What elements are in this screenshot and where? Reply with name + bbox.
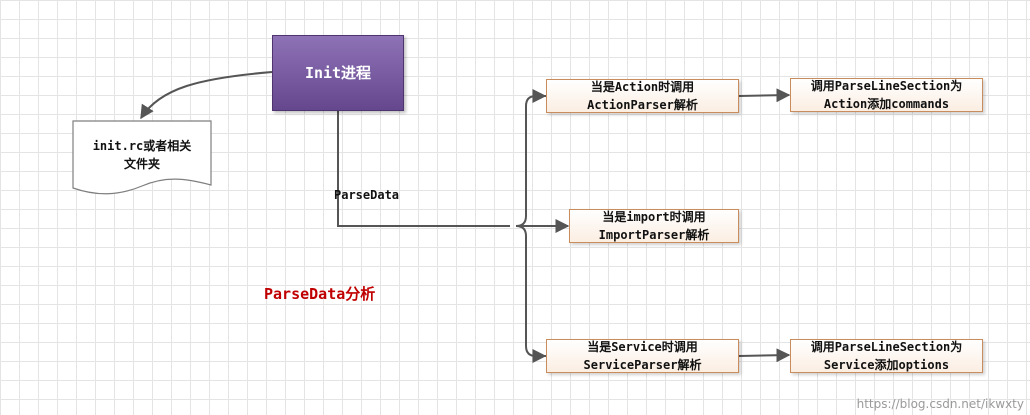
import-parser-line-2: ImportParser解析 [598,228,710,242]
file-node-line-2: 文件夹 [123,157,160,171]
init-process-label: Init进程 [304,64,372,82]
service-options-node: 调用ParseLineSection为 Service添加options [790,339,983,373]
service-parser-line-2: ServiceParser解析 [583,358,702,372]
diagram-title: ParseData分析 [264,285,376,303]
service-parser-node: 当是Service时调用 ServiceParser解析 [546,339,739,373]
file-node-line-1: init.rc或者相关 [92,139,192,153]
import-parser-line-1: 当是import时调用 [602,210,706,224]
action-commands-line-2: Action添加commands [823,97,950,111]
init-rc-file-node: init.rc或者相关 文件夹 [73,135,211,175]
action-parser-node: 当是Action时调用 ActionParser解析 [546,79,739,113]
import-parser-node: 当是import时调用 ImportParser解析 [569,209,739,243]
action-parser-line-2: ActionParser解析 [587,98,698,112]
edge-parse-data [337,111,510,227]
watermark: https://blog.csdn.net/ikwxty [856,397,1024,411]
edge-action-to-commands [738,88,791,103]
action-commands-node: 调用ParseLineSection为 Action添加commands [790,78,983,112]
edge-init-to-file [140,71,273,120]
init-process-node: Init进程 [272,35,404,111]
parse-data-edge-label: ParseData [334,188,400,202]
edge-service-to-options [738,348,791,363]
action-parser-line-1: 当是Action时调用 [590,80,695,94]
service-parser-line-1: 当是Service时调用 [587,340,698,354]
file-node-shape [72,120,212,195]
action-commands-line-1: 调用ParseLineSection为 [810,79,963,93]
service-options-line-2: Service添加options [823,358,950,372]
service-options-line-1: 调用ParseLineSection为 [810,340,963,354]
